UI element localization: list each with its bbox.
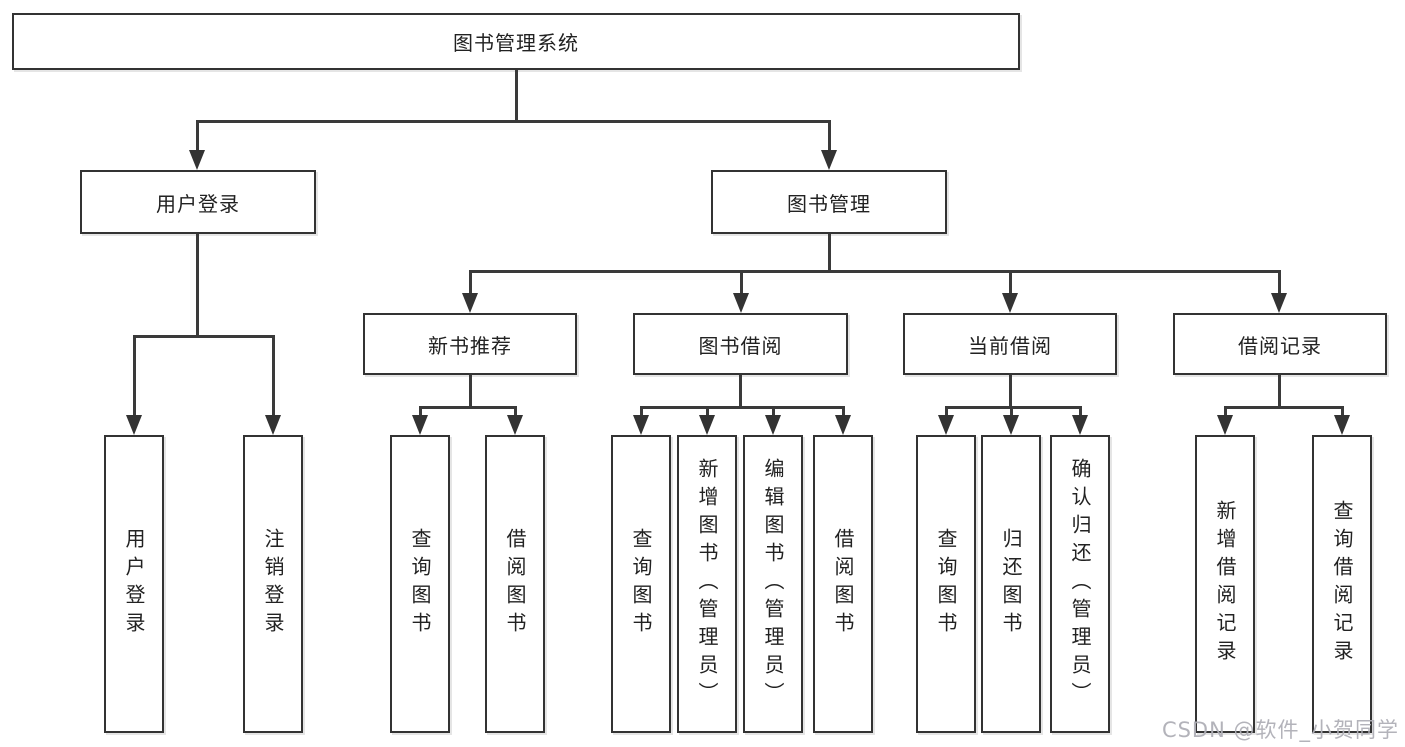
node-label: 归还图书 [999,528,1023,640]
connector-line [469,375,472,408]
connector-line [945,406,1081,409]
node-label: 新书推荐 [428,333,512,358]
node-label: 借阅图书 [503,528,527,640]
arrowhead-down-icon [765,415,781,435]
leaf-edit-books-admin: 编辑图书（管理员） [743,435,803,733]
leaf-query-books-current: 查询图书 [916,435,976,733]
node-label: 用户登录 [156,191,240,216]
connector-line [469,270,1280,273]
connector-line [272,335,275,417]
arrowhead-down-icon [265,415,281,435]
connector-line [739,375,742,408]
node-label: 查询图书 [408,528,432,640]
arrowhead-down-icon [462,293,478,313]
connector-line [1278,375,1281,408]
connector-line [469,270,472,296]
connector-line [133,335,136,417]
node-current-borrowing: 当前借阅 [903,313,1117,375]
node-label: 新增图书（管理员） [695,458,719,710]
connector-line [514,406,517,418]
arrowhead-down-icon [733,293,749,313]
node-label: 编辑图书（管理员） [761,458,785,710]
leaf-add-books-admin: 新增图书（管理员） [677,435,737,733]
connector-line [828,120,831,153]
leaf-borrow-books: 借阅图书 [813,435,873,733]
node-label: 当前借阅 [968,333,1052,358]
connector-line [419,406,517,409]
connector-line [515,70,518,121]
node-new-book-recommendation: 新书推荐 [363,313,577,375]
connector-line [640,406,643,418]
connector-line [1009,375,1012,408]
leaf-add-borrow-record: 新增借阅记录 [1195,435,1255,733]
leaf-borrow-books-recommend: 借阅图书 [485,435,545,733]
node-label: 注销登录 [261,528,285,640]
connector-line [1278,270,1281,296]
node-label: 查询图书 [629,528,653,640]
node-label: 图书管理系统 [453,31,579,55]
arrowhead-down-icon [835,415,851,435]
connector-line [945,406,948,418]
node-label: 确认归还（管理员） [1068,458,1092,710]
connector-line [196,120,199,153]
node-label: 借阅图书 [831,528,855,640]
node-label: 新增借阅记录 [1213,500,1237,668]
node-book-management: 图书管理 [711,170,947,234]
arrowhead-down-icon [1003,415,1019,435]
connector-line [419,406,422,418]
node-label: 查询借阅记录 [1330,500,1354,668]
connector-line [740,270,743,296]
node-label: 图书管理 [787,191,871,216]
arrowhead-down-icon [1002,293,1018,313]
arrowhead-down-icon [189,150,205,170]
leaf-logout: 注销登录 [243,435,303,733]
node-borrowing-records: 借阅记录 [1173,313,1387,375]
arrowhead-down-icon [507,415,523,435]
connector-line [133,335,274,338]
connector-line [706,406,709,418]
arrowhead-down-icon [821,150,837,170]
connector-line [1009,270,1012,296]
arrowhead-down-icon [938,415,954,435]
node-book-borrowing: 图书借阅 [633,313,848,375]
connector-line [1224,406,1227,418]
arrowhead-down-icon [633,415,649,435]
arrowhead-down-icon [1072,415,1088,435]
connector-line [1224,406,1343,409]
node-label: 查询图书 [934,528,958,640]
csdn-watermark: CSDN @软件_小贺同学 [1161,718,1399,742]
connector-line [828,234,831,272]
connector-line [196,120,830,123]
node-library-management-system: 图书管理系统 [12,13,1020,70]
connector-line [1341,406,1344,418]
leaf-query-borrow-record: 查询借阅记录 [1312,435,1372,733]
node-label: 图书借阅 [698,333,783,358]
connector-line [640,406,844,409]
connector-line [196,234,199,336]
arrowhead-down-icon [412,415,428,435]
arrowhead-down-icon [1334,415,1350,435]
connector-line [842,406,845,418]
leaf-return-books: 归还图书 [981,435,1041,733]
arrowhead-down-icon [1271,293,1287,313]
leaf-confirm-return-admin: 确认归还（管理员） [1050,435,1110,733]
connector-line [1079,406,1082,418]
connector-line [1010,406,1013,418]
node-label: 借阅记录 [1238,333,1322,358]
arrowhead-down-icon [1217,415,1233,435]
arrowhead-down-icon [699,415,715,435]
node-label: 用户登录 [122,528,146,640]
leaf-user-login: 用户登录 [104,435,164,733]
connector-line [772,406,775,418]
arrowhead-down-icon [126,415,142,435]
leaf-query-books-borrow: 查询图书 [611,435,671,733]
leaf-query-books-recommend: 查询图书 [390,435,450,733]
node-user-login: 用户登录 [80,170,316,234]
